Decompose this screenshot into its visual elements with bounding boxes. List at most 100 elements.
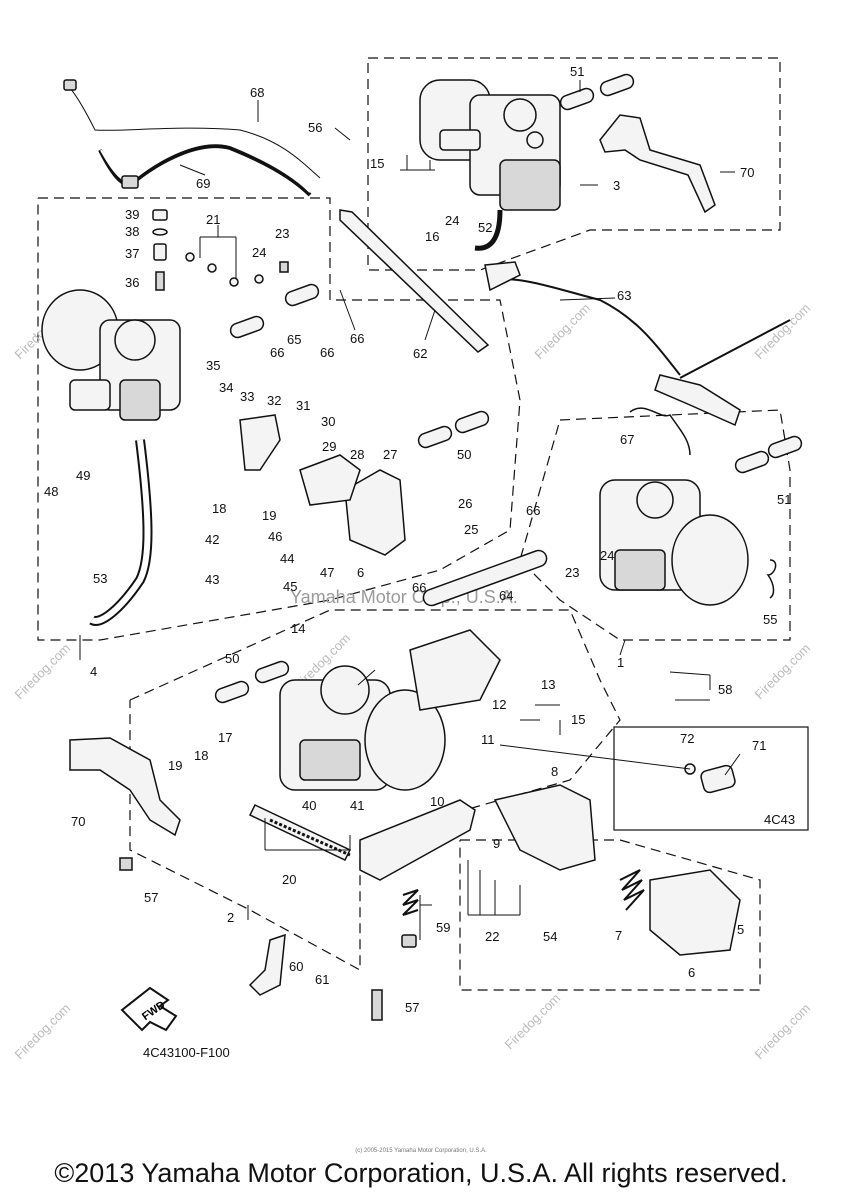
- spring-59: [402, 889, 419, 916]
- throttle-cable-69: [98, 142, 312, 197]
- callout-45: 45: [283, 579, 297, 594]
- callout-8: 8: [551, 764, 558, 779]
- callout-55: 55: [763, 612, 777, 627]
- callout-17: 17: [218, 730, 232, 745]
- joint-tube-50: [417, 425, 453, 449]
- screw-59: [401, 934, 417, 948]
- lever-32: [239, 414, 281, 471]
- link-rod-62: [339, 209, 490, 353]
- cap-71: [700, 764, 736, 794]
- callout-18: 18: [194, 748, 208, 763]
- callout-28: 28: [350, 447, 364, 462]
- cover-27: [344, 469, 406, 556]
- watermark-brand: Firedog.com: [532, 300, 594, 362]
- callout-23: 23: [275, 226, 289, 241]
- cable-end-fitting: [63, 79, 77, 91]
- callout-58: 58: [718, 682, 732, 697]
- callout-2: 2: [227, 910, 234, 925]
- throttle-rod-63: [489, 278, 681, 376]
- fitting-37: [153, 243, 167, 261]
- callout-49: 49: [76, 468, 90, 483]
- hose-53: [89, 439, 153, 626]
- callout-64: 64: [499, 588, 513, 603]
- callout-15: 15: [571, 712, 585, 727]
- callout-10: 10: [430, 794, 444, 809]
- callout-23: 23: [565, 565, 579, 580]
- callout-31: 31: [296, 398, 310, 413]
- callout-24: 24: [600, 548, 614, 563]
- callout-24: 24: [252, 245, 266, 260]
- callout-6: 6: [357, 565, 364, 580]
- callout-7: 7: [615, 928, 622, 943]
- callout-14: 14: [291, 621, 305, 636]
- watermark-brand: Firedog.com: [12, 1000, 74, 1062]
- callout-33: 33: [240, 389, 254, 404]
- inset-box-4c43: [613, 726, 809, 831]
- bolt-57: [371, 989, 383, 1021]
- lever-63: [654, 374, 741, 427]
- assembly-boundary-3: [367, 57, 781, 271]
- callout-29: 29: [322, 439, 336, 454]
- callout-57: 57: [144, 890, 158, 905]
- bracket-70: [599, 114, 716, 214]
- joint-tube-50: [254, 660, 290, 684]
- carburetor-assembly-1: [599, 479, 749, 606]
- o-ring-38: [152, 228, 168, 236]
- throttle-cable-68: [69, 87, 323, 179]
- joint-tube-50: [214, 680, 250, 704]
- callout-12: 12: [492, 697, 506, 712]
- callout-43: 43: [205, 572, 219, 587]
- callout-18: 18: [212, 501, 226, 516]
- callout-20: 20: [282, 872, 296, 887]
- callout-69: 69: [196, 176, 210, 191]
- callout-54: 54: [543, 929, 557, 944]
- spring-55: [766, 559, 777, 599]
- callout-40: 40: [302, 798, 316, 813]
- watermark-brand: Firedog.com: [752, 1000, 814, 1062]
- screw-21: [207, 263, 217, 273]
- bracket-plate: [359, 799, 476, 881]
- callout-24: 24: [445, 213, 459, 228]
- callout-37: 37: [125, 246, 139, 261]
- callout-53: 53: [93, 571, 107, 586]
- callout-27: 27: [383, 447, 397, 462]
- callout-13: 13: [541, 677, 555, 692]
- inset-code: 4C43: [764, 812, 795, 827]
- callout-3: 3: [613, 178, 620, 193]
- callout-38: 38: [125, 224, 139, 239]
- callout-44: 44: [280, 551, 294, 566]
- lever-60: [248, 933, 286, 996]
- callout-4: 4: [90, 664, 97, 679]
- assembly-boundary-2: [129, 609, 621, 972]
- callout-6: 6: [688, 965, 695, 980]
- callout-30: 30: [321, 414, 335, 429]
- joint-tube-50: [454, 410, 490, 434]
- plug-39: [152, 209, 168, 221]
- callout-15: 15: [370, 156, 384, 171]
- cover-5: [649, 869, 741, 956]
- callout-50: 50: [225, 651, 239, 666]
- callout-25: 25: [464, 522, 478, 537]
- callout-36: 36: [125, 275, 139, 290]
- joint-tube-51: [767, 435, 803, 459]
- callout-68: 68: [250, 85, 264, 100]
- callout-1: 1: [617, 655, 624, 670]
- callout-21: 21: [206, 212, 220, 227]
- watermark-brand: Firedog.com: [752, 300, 814, 362]
- callout-42: 42: [205, 532, 219, 547]
- callout-70: 70: [71, 814, 85, 829]
- watermark-brand: Firedog.com: [752, 640, 814, 702]
- cable-end-fitting: [121, 175, 139, 189]
- callout-71: 71: [752, 738, 766, 753]
- callout-47: 47: [320, 565, 334, 580]
- callout-48: 48: [44, 484, 58, 499]
- callout-67: 67: [620, 432, 634, 447]
- carburetor-assembly-2: [279, 629, 501, 791]
- watermark-brand: Firedog.com: [502, 990, 564, 1052]
- callout-35: 35: [206, 358, 220, 373]
- callout-39: 39: [125, 207, 139, 222]
- callout-56: 56: [308, 120, 322, 135]
- bolt-57: [119, 857, 133, 871]
- joint-tube-65: [284, 283, 320, 307]
